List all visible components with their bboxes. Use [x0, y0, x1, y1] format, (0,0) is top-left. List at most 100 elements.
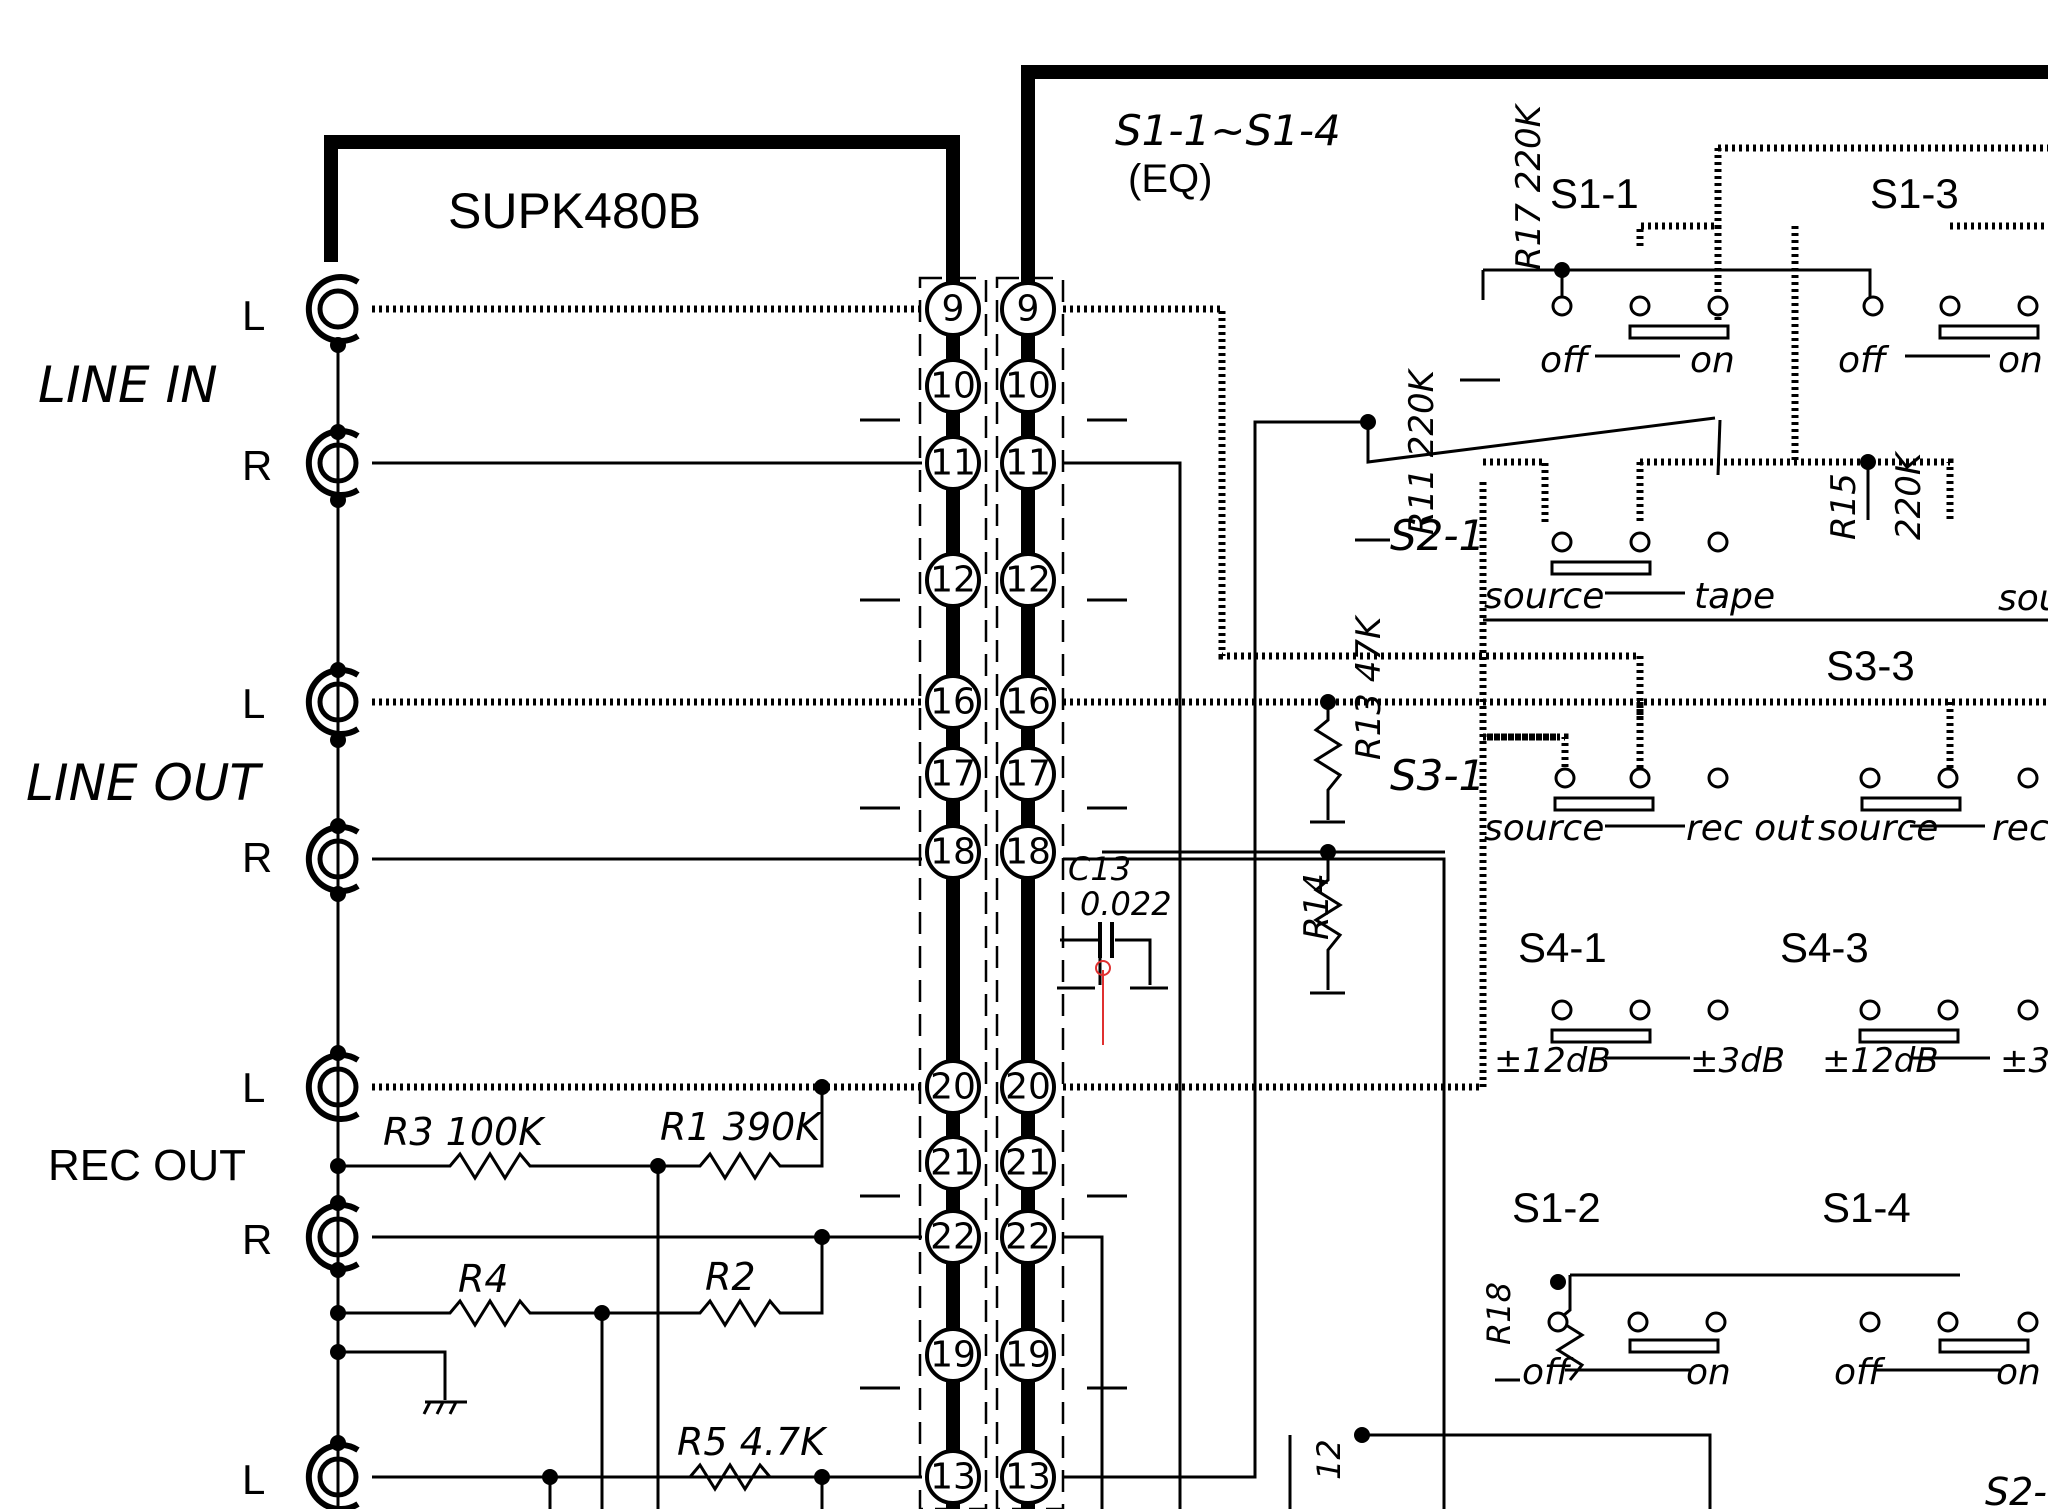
s1-3-label: S1-3 [1870, 170, 1959, 217]
connector-pin-label: 22 [1005, 1217, 1051, 1258]
s2-1-label: S2-1 [1390, 511, 1485, 560]
connector-pin-16-a: 16 [925, 674, 981, 730]
r2-label: R2 [705, 1255, 756, 1299]
s3-3-label: S3-3 [1826, 642, 1915, 689]
connector-pin-label: 10 [930, 366, 976, 407]
rec-out-r: R [242, 1216, 272, 1263]
line-out-r: R [242, 834, 272, 881]
connector-pin-19-b: 19 [1000, 1327, 1056, 1383]
left-wiring [338, 305, 922, 1509]
connector-pin-label: 17 [930, 754, 976, 795]
connector-pin-label: 9 [1017, 289, 1040, 330]
connector-pin-label: 12 [930, 560, 976, 601]
r11-label: R11 220K [1402, 367, 1442, 535]
connector-pin-label: 13 [1005, 1457, 1051, 1498]
switch-contacts [1547, 295, 2039, 1333]
connector-pin-label: 17 [1005, 754, 1051, 795]
connector-pin-label: 21 [930, 1143, 976, 1184]
r4-label: R4 [458, 1257, 509, 1301]
jack-rec-out-l [305, 1052, 360, 1122]
connector-pin-label: 9 [942, 289, 965, 330]
connector-pin-17-b: 17 [1000, 746, 1056, 802]
connector-pin-22-a: 22 [925, 1209, 981, 1265]
board-label: SUPK480B [448, 183, 701, 239]
s1-4-label: S1-4 [1822, 1184, 1911, 1231]
s2-1-source: source [1484, 576, 1604, 617]
r12-label: 12 [1310, 1439, 1348, 1480]
s3-1-label: S3-1 [1390, 751, 1485, 800]
connector-pin-label: 18 [930, 832, 976, 873]
s3-3-source: source [1818, 808, 1938, 849]
connector-pin-19-a: 19 [925, 1327, 981, 1383]
s3-1-rec-out: rec out [1686, 808, 1815, 849]
connector-pin-label: 19 [930, 1335, 976, 1376]
rec-out-l: L [242, 1064, 265, 1111]
s4-1-label: S4-1 [1518, 924, 1607, 971]
connector-pin-label: 20 [1005, 1067, 1051, 1108]
line-in-label: LINE IN [38, 356, 218, 414]
s1-4-off: off [1834, 1352, 1886, 1393]
line-in-r: R [242, 442, 272, 489]
connector-pin-18-a: 18 [925, 824, 981, 880]
s1-4-on: on [1996, 1352, 2041, 1393]
connector-pin-12-b: 12 [1000, 552, 1056, 608]
connector-pin-10-a: 10 [925, 358, 981, 414]
s1-1-label: S1-1 [1550, 170, 1639, 217]
r5-label: R5 4.7K [677, 1420, 828, 1464]
connector-pin-20-b: 20 [1000, 1059, 1056, 1115]
heavy-outlines [324, 65, 2048, 1509]
s4-1-12db: ±12dB [1494, 1041, 1611, 1081]
s2-1-tape: tape [1694, 576, 1775, 617]
connector-pin-13-b: 13 [1000, 1449, 1056, 1505]
labels: SUPK480B S1-1~S1-4 (EQ) L LINE IN R L LI… [26, 102, 2048, 1509]
connector-pin-12-a: 12 [925, 552, 981, 608]
connector-pin-13-a: 13 [925, 1449, 981, 1505]
connector-pin-9-b: 9 [1000, 281, 1056, 337]
connector-pin-label: 16 [1005, 682, 1051, 723]
line-in-l: L [242, 292, 265, 339]
s1-3-off: off [1838, 340, 1890, 381]
jack-line-in-l [305, 274, 360, 344]
r14-label: R14 [1297, 873, 1337, 940]
connector-pin-label: 19 [1005, 1335, 1051, 1376]
connector-pin-label: 13 [930, 1457, 976, 1498]
r1-label: R1 390K [660, 1105, 823, 1149]
jack-line-out-r [305, 824, 360, 894]
s2-partial-label: S2- [1985, 1470, 2047, 1509]
eq-sub-label: (EQ) [1128, 157, 1212, 201]
connector-pin-label: 11 [1005, 443, 1051, 484]
connector-pin-label: 21 [1005, 1143, 1051, 1184]
connector-pin-label: 20 [930, 1067, 976, 1108]
c13-label: C13 [1068, 850, 1131, 888]
s4-1-3db: ±3dB [1690, 1041, 1785, 1081]
connector-pin-18-b: 18 [1000, 824, 1056, 880]
r15-value: 220K [1889, 450, 1929, 540]
connector-pin-label: 18 [1005, 832, 1051, 873]
jack-rec-out-r [305, 1202, 360, 1272]
jack-line-in-r [305, 428, 360, 498]
connector-pin-22-b: 22 [1000, 1209, 1056, 1265]
connector-pin-16-b: 16 [1000, 674, 1056, 730]
s3-3-rec-partial: rec [1992, 808, 2048, 849]
connector-pin-11-a: 11 [925, 435, 981, 491]
connector-pin-10-b: 10 [1000, 358, 1056, 414]
r15-label: R15 [1824, 473, 1864, 540]
connector-pin-17-a: 17 [925, 746, 981, 802]
rec-out-label: REC OUT [48, 1141, 246, 1190]
s4-3-label: S4-3 [1780, 924, 1869, 971]
s4-3-3db: ±3 [2000, 1041, 2048, 1081]
r18-label: R18 [1480, 1282, 1518, 1345]
connector-pin-label: 11 [930, 443, 976, 484]
s4-3-12db: ±12dB [1822, 1041, 1939, 1081]
s1-2-off: off [1522, 1352, 1574, 1393]
s1-1-off: off [1540, 340, 1592, 381]
connector-pin-21-a: 21 [925, 1135, 981, 1191]
r17-label: R17 220K [1509, 102, 1549, 270]
s1-3-on: on [1998, 340, 2043, 381]
eq-group-label: S1-1~S1-4 [1115, 106, 1341, 155]
connector-pin-21-b: 21 [1000, 1135, 1056, 1191]
connector-pin-label: 10 [1005, 366, 1051, 407]
left-jacks [305, 274, 467, 1509]
jack-bottom-l [305, 1442, 360, 1509]
s1-1-on: on [1690, 340, 1735, 381]
